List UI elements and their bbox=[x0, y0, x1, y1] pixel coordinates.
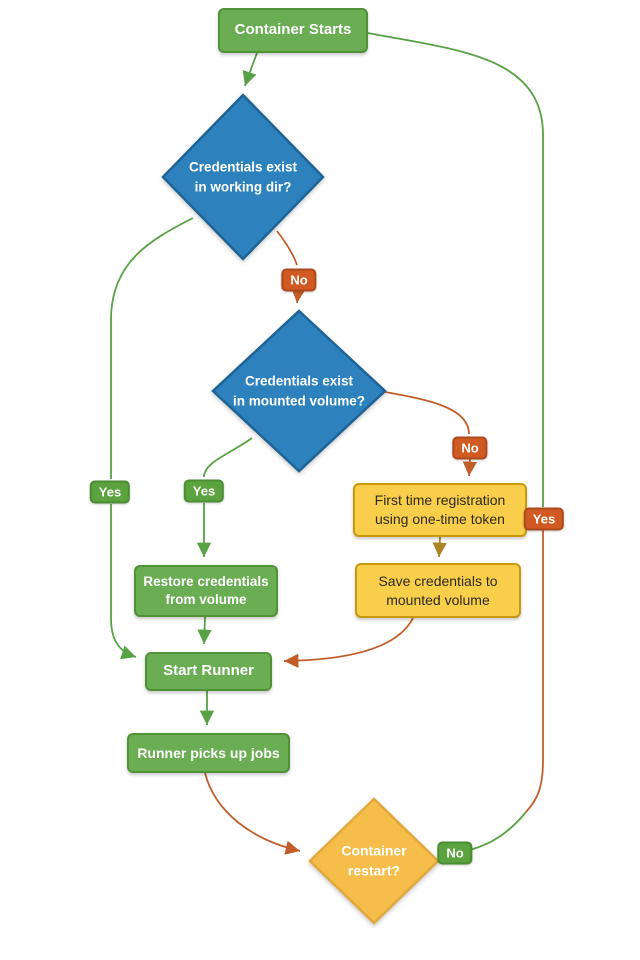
node-start-runner-label: Start Runner bbox=[163, 662, 254, 680]
edge-start-to-working-dir bbox=[242, 52, 258, 87]
edge-working-dir-no-to-badge bbox=[276, 230, 298, 266]
badge-yes-mounted-volume: Yes bbox=[183, 479, 225, 503]
badge-yes-restart: Yes bbox=[523, 507, 565, 531]
edge-yes-left-to-start-runner bbox=[110, 504, 137, 660]
node-container-starts-label: Container Starts bbox=[234, 21, 352, 39]
node-runner-picks-up-jobs: Runner picks up jobs bbox=[127, 733, 290, 773]
node-restore-credentials: Restore credentials from volume bbox=[134, 565, 278, 617]
node-save-credentials-label: Save credentials to mounted volume bbox=[378, 572, 498, 608]
edge-restart-no-green-tail bbox=[468, 811, 527, 851]
node-first-time-registration: First time registration using one-time t… bbox=[353, 483, 527, 537]
edge-badge-to-first-time bbox=[462, 458, 478, 477]
decision-container-restart-label: Container restart? bbox=[341, 842, 407, 879]
edge-jobs-to-restart bbox=[204, 772, 301, 855]
edge-restore-to-start-runner bbox=[197, 616, 212, 645]
badge-no-restart: No bbox=[437, 841, 473, 865]
node-save-credentials: Save credentials to mounted volume bbox=[355, 563, 521, 618]
edge-save-to-start-runner bbox=[283, 617, 414, 668]
node-container-starts: Container Starts bbox=[218, 8, 368, 53]
node-first-time-registration-label: First time registration using one-time t… bbox=[374, 492, 506, 527]
node-start-runner: Start Runner bbox=[145, 652, 272, 691]
decision-credentials-working-dir bbox=[161, 93, 325, 261]
node-restore-credentials-label: Restore credentials from volume bbox=[143, 573, 269, 607]
badge-no-working-dir: No bbox=[281, 268, 317, 292]
edge-first-time-to-save bbox=[432, 536, 447, 558]
decision-container-restart bbox=[308, 797, 440, 925]
badge-yes-working-dir: Yes bbox=[89, 480, 131, 504]
badge-no-mounted-volume: No bbox=[452, 436, 488, 460]
decision-working-dir-label: Credentials exist in working dir? bbox=[188, 159, 298, 194]
decision-credentials-mounted-volume bbox=[211, 309, 387, 473]
edge-badge-to-mounted-volume bbox=[291, 287, 306, 304]
edge-restart-loop-orange bbox=[525, 530, 544, 813]
node-runner-picks-up-jobs-label: Runner picks up jobs bbox=[137, 744, 280, 761]
edge-restart-loop-green-top bbox=[367, 32, 544, 507]
edge-mounted-no-to-badge bbox=[384, 391, 470, 435]
edge-mounted-yes-to-badge bbox=[203, 437, 253, 478]
edge-working-dir-yes-left bbox=[110, 217, 194, 479]
decision-mounted-volume-label: Credentials exist in mounted volume? bbox=[232, 373, 366, 408]
